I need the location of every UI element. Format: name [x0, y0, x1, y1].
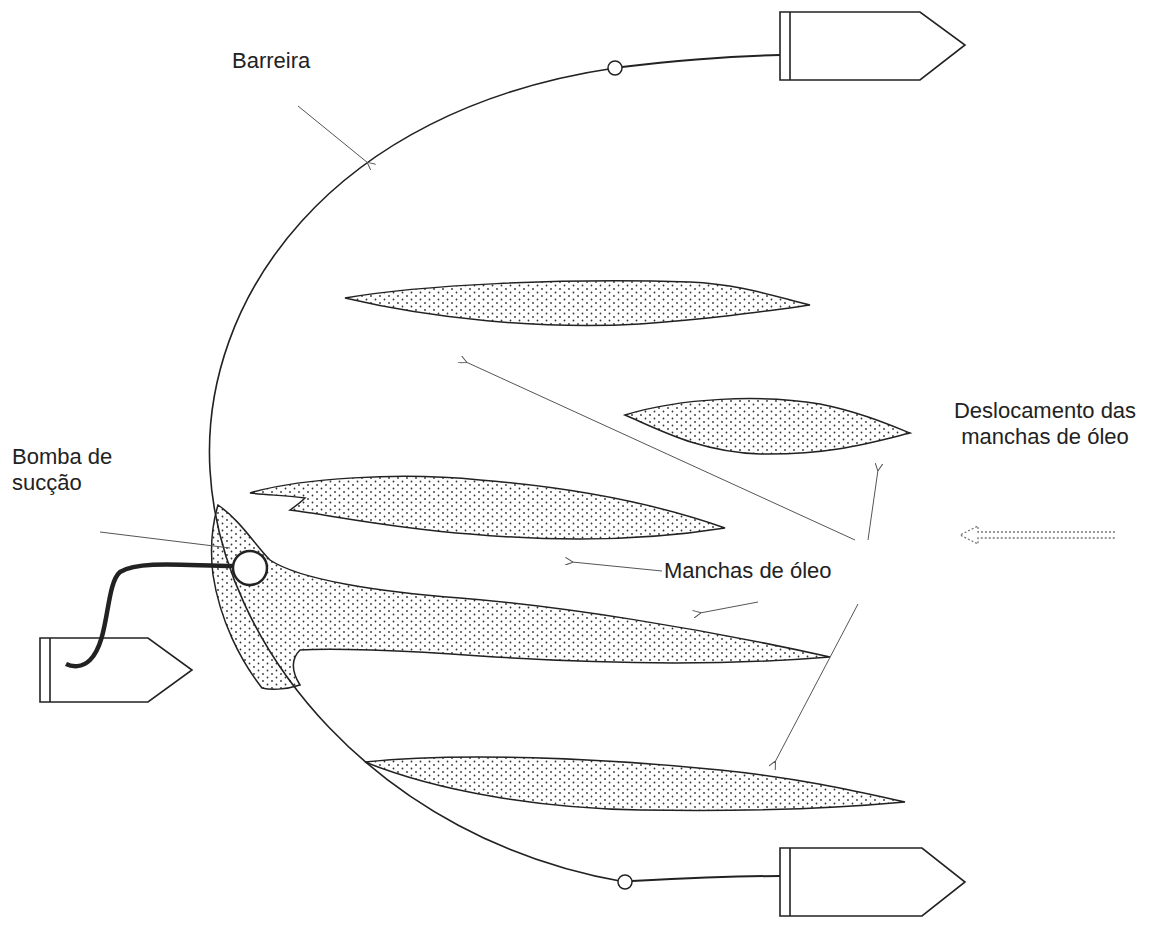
- boom-barrier: [209, 68, 625, 882]
- float: [608, 61, 622, 75]
- leader-lines: [100, 106, 878, 762]
- boat: [780, 848, 965, 916]
- displacement-arrow: [960, 526, 1115, 544]
- tow-line: [632, 876, 780, 881]
- suction-hose: [66, 565, 233, 667]
- tow-line: [622, 55, 780, 67]
- oil-slicks: [212, 281, 910, 811]
- float: [618, 875, 632, 889]
- flow-label: Deslocamento das manchas de óleo: [950, 398, 1140, 451]
- boat: [780, 12, 965, 80]
- part-label: Barreira: [232, 48, 352, 74]
- boat: [40, 638, 192, 702]
- part-label: Manchas de óleo: [664, 558, 944, 584]
- suction-pump: [233, 551, 267, 585]
- part-label: Bomba de sucção: [12, 444, 122, 497]
